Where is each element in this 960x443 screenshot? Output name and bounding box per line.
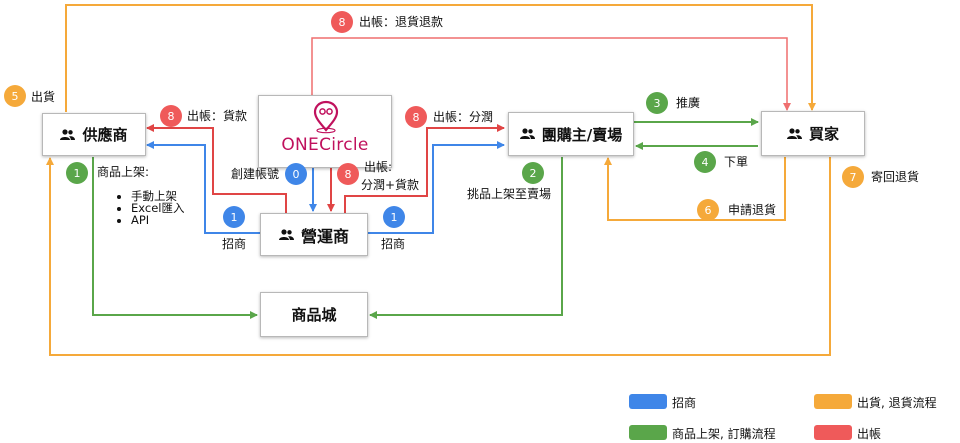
arrow-list-products [92,157,258,319]
arrow-payout-supplier [146,124,287,213]
step-badge-4: 4 [694,151,716,173]
method-api: API [131,214,184,226]
label-recruit-left: 招商 [222,237,247,251]
arrow-recruit-group [368,141,505,234]
buyer-label: 買家 [808,125,839,143]
arrow-recruit-supplier [146,141,260,234]
operator-label: 營運商 [300,226,349,246]
label-payout-operator-2: 分潤+貨款 [361,178,420,192]
node-group-buyer[interactable]: 團購主/賣場 [508,112,634,156]
arrow-payout-group [344,124,505,213]
legend-swatch-red [814,425,852,440]
people-icon [786,127,802,140]
step-badge-5: 5 [4,85,26,107]
supplier-label: 供應商 [82,126,128,144]
step-badge-6: 6 [697,199,719,221]
location-pin-icon [313,100,339,134]
label-pick-products: 挑品上架至賣場 [467,187,552,201]
label-ship: 出貨 [31,90,56,104]
step-badge-1-left: 1 [223,206,245,228]
step-badge-2: 2 [522,162,544,184]
step-badge-7: 7 [842,166,864,188]
step-badge-8-supplier: 8 [160,105,182,127]
people-icon [278,228,294,241]
people-icon [519,128,535,140]
label-return-goods: 寄回退貨 [871,170,920,184]
legend-swatch-blue [629,394,667,409]
step-badge-8-operator: 8 [337,163,359,185]
arrow-ship [65,4,816,112]
method-manual: 手動上架 [131,190,184,202]
node-operator[interactable]: 營運商 [260,213,368,256]
step-badge-8-refund: 8 [331,11,353,33]
legend-label-blue: 招商 [672,396,697,410]
label-request-return: 申請退貨 [728,203,777,217]
node-buyer[interactable]: 買家 [761,111,865,156]
arrow-return-goods [46,157,831,356]
label-refund: 出帳：退貨退款 [359,15,444,29]
legend-swatch-green [629,425,667,440]
group-buyer-label: 團購主/賣場 [541,125,623,144]
method-excel: Excel匯入 [131,202,184,214]
node-mall[interactable]: 商品城 [260,292,368,337]
mall-label: 商品城 [291,306,337,324]
step-badge-0: 0 [285,163,307,185]
step-badge-1-supplier: 1 [66,162,88,184]
label-payout-operator-1: 出帳: [364,160,393,174]
arrow-request-return [604,157,786,221]
label-create-account: 創建帳號 [231,167,280,181]
label-order: 下單 [724,155,749,169]
label-list-products: 商品上架: [97,165,150,179]
label-payout-supplier: 出帳：貨款 [187,109,248,123]
label-payout-group: 出帳：分潤 [433,110,494,124]
label-recruit-right: 招商 [381,237,406,251]
legend-label-green: 商品上架, 訂購流程 [672,427,776,441]
label-promote: 推廣 [676,96,701,110]
logo-wordmark: ONECircle [281,135,369,155]
step-badge-3: 3 [646,92,668,114]
arrow-pick-products [369,157,563,319]
arrow-refund [311,37,791,111]
legend-swatch-orange [814,394,852,409]
people-icon [60,128,76,141]
legend-label-orange: 出貨, 退貨流程 [857,396,937,410]
step-badge-1-right: 1 [383,206,405,228]
step-badge-8-group: 8 [405,106,427,128]
legend-label-red: 出帳 [857,427,882,441]
onecircle-logo: ONECircle [258,95,392,168]
node-supplier[interactable]: 供應商 [42,113,146,156]
supplier-methods-list: 手動上架 Excel匯入 API [117,190,184,226]
